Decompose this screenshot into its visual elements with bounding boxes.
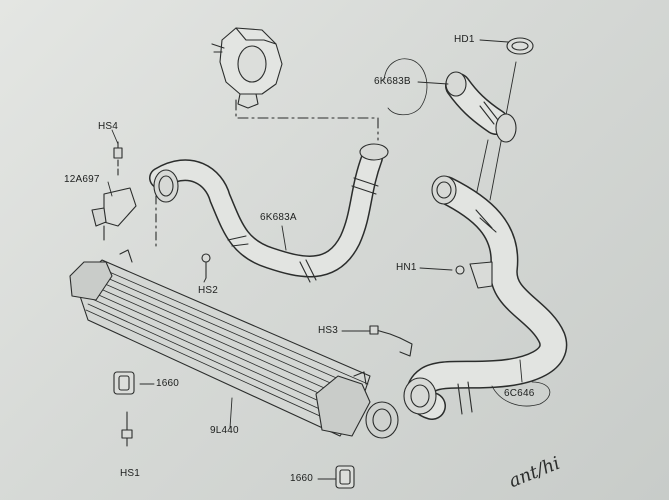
- label-hs2: HS2: [198, 285, 219, 296]
- label-9l440: 9L440: [210, 425, 239, 436]
- label-hn1: HN1: [396, 262, 417, 273]
- label-6k683a: 6K683A: [260, 212, 297, 223]
- label-hs1: HS1: [120, 468, 141, 479]
- label-6c646: 6C646: [504, 388, 535, 399]
- label-12a697: 12A697: [64, 174, 100, 185]
- label-1660-top: 1660: [156, 378, 180, 389]
- label-hd1: HD1: [454, 34, 475, 45]
- hose-6k683a: [149, 143, 389, 283]
- hose-6k683b: [445, 71, 517, 143]
- sensor-12a697: [91, 141, 137, 241]
- throttle-body-part: [211, 27, 283, 109]
- clamp-hd1: [506, 37, 534, 55]
- label-6k683b: 6K683B: [374, 76, 411, 87]
- intercooler-9l440: [69, 249, 399, 439]
- leader-lines: [107, 39, 523, 480]
- bracket-hn1: [455, 261, 493, 289]
- bolt-hs2: [201, 253, 211, 279]
- bolt-hs3: [369, 325, 413, 357]
- bolt-hs1: [121, 411, 133, 447]
- connection-line-top: [235, 99, 379, 141]
- label-hs4: HS4: [98, 121, 119, 132]
- hose-6c646: [403, 175, 568, 420]
- label-hs3: HS3: [318, 325, 339, 336]
- bush-1660-top: [113, 371, 135, 395]
- callout-bubble: [383, 58, 428, 116]
- label-1660-bottom: 1660: [290, 473, 314, 484]
- bush-1660-bottom: [335, 465, 355, 489]
